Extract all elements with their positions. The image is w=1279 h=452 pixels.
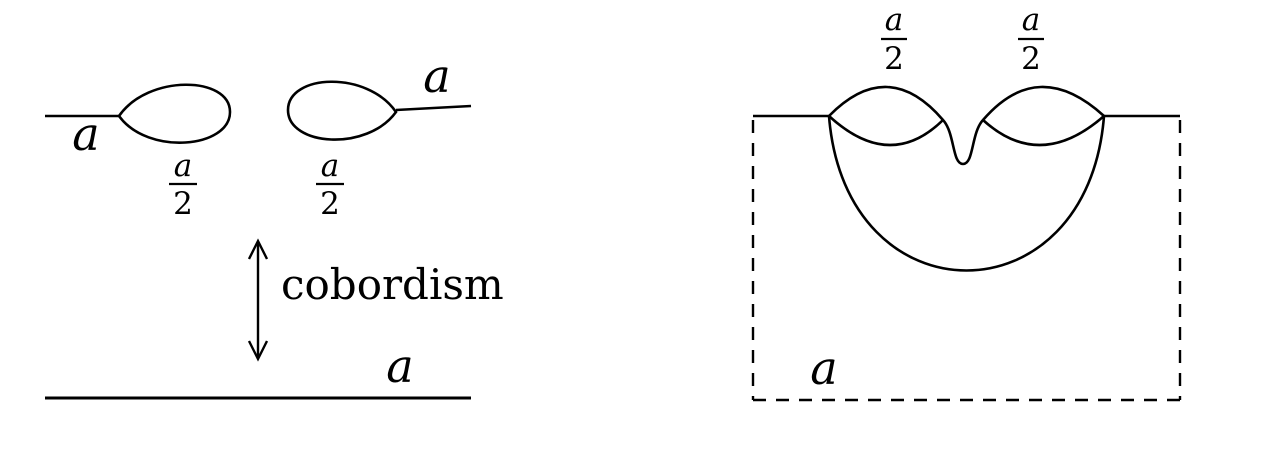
right-figure: a 2 a 2 a [751, 2, 1182, 402]
cobordism-label: cobordism [281, 260, 504, 309]
fraction-numerator: a [174, 148, 192, 184]
arrow-head-up-icon [247, 238, 269, 260]
right-fraction-1: a 2 [881, 2, 907, 77]
arrow-head-down-icon [247, 340, 269, 362]
right-fraction-2: a 2 [1018, 2, 1044, 77]
left-wire-label-left: a [72, 107, 99, 161]
fraction-denominator: 2 [173, 186, 193, 222]
fraction-numerator: a [885, 2, 903, 38]
fraction-denominator: 2 [320, 186, 340, 222]
left-loop-1 [117, 83, 232, 144]
right-region-label: a [810, 341, 837, 395]
right-lens-lower-arc [982, 115, 1105, 147]
left-fraction-1: a 2 [169, 148, 197, 222]
left-fraction-2: a 2 [316, 148, 344, 222]
cobordism-surface-arc [827, 115, 1106, 272]
left-wire-label-right: a [423, 49, 450, 103]
fraction-numerator: a [1022, 2, 1040, 38]
left-wire-right-segment [395, 104, 472, 112]
left-loop-2 [286, 80, 398, 141]
fraction-denominator: 2 [1021, 41, 1041, 77]
upper-lobes-curve [828, 85, 1105, 166]
left-figure: a a a 2 a 2 cobordism a [45, 49, 504, 400]
fraction-numerator: a [321, 148, 339, 184]
fraction-denominator: 2 [884, 41, 904, 77]
cobordism-arrow [247, 238, 269, 362]
left-lens-lower-arc [828, 115, 944, 147]
left-bottom-wire-label: a [386, 339, 413, 393]
